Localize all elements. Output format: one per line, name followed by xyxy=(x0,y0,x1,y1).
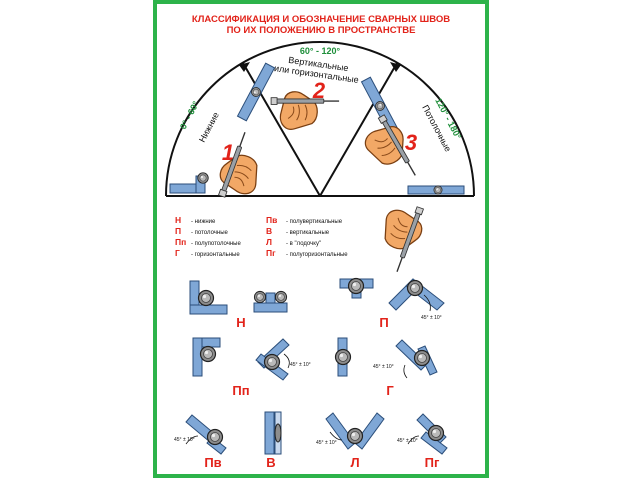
arrow-head-right xyxy=(390,62,401,72)
legend-code: П xyxy=(175,226,181,236)
arrow-head-left xyxy=(239,62,250,72)
joint-pp-corner xyxy=(192,337,221,377)
legend-text: - полупотолочные xyxy=(191,241,241,247)
legend-code: Л xyxy=(266,237,272,247)
joint-pp-tilted: 45° ± 10° xyxy=(255,338,311,381)
joint-label-g: Г xyxy=(386,383,394,398)
legend-text: - полугоризонтальные xyxy=(286,252,348,258)
joint-p-vee: 45° ± 10° xyxy=(388,278,445,321)
joint-n-corner xyxy=(189,280,228,315)
angle-label-g: 45° ± 10° xyxy=(373,364,394,370)
position-number-1: 1 xyxy=(222,140,234,165)
legend: Н - нижние П - потолочные Пп - полупотол… xyxy=(175,215,348,258)
joint-pg: 45° ± 10° xyxy=(397,413,448,455)
joint-label-l: Л xyxy=(350,455,359,470)
semicircle-arc xyxy=(165,41,475,197)
title-line-2: ПО ИХ ПОЛОЖЕНИЮ В ПРОСТРАНСТВЕ xyxy=(227,25,416,36)
joint-l: 45° ± 10° xyxy=(316,412,385,450)
legend-text: - горизонтальные xyxy=(191,252,240,258)
title-line-1: КЛАССИФИКАЦИЯ И ОБОЗНАЧЕНИЕ СВАРНЫХ ШВОВ xyxy=(192,14,450,25)
joint-label-pp: Пп xyxy=(232,383,249,398)
poster-frame xyxy=(153,0,489,478)
joint-label-pg: Пг xyxy=(425,455,440,470)
joint-n-tee xyxy=(253,290,288,313)
plate-sector-right xyxy=(407,185,465,195)
plate-sector-2 xyxy=(236,62,276,122)
angle-label-l: 45° ± 10° xyxy=(316,440,337,446)
range-label-2: 60° - 120° xyxy=(300,46,341,56)
legend-code: Пг xyxy=(266,248,276,258)
legend-text: - вертикальные xyxy=(286,230,330,236)
joint-g-tilted: 45° ± 10° xyxy=(373,339,438,379)
angle-label-pp: 45° ± 10° xyxy=(290,362,311,368)
joint-g-vertical xyxy=(334,337,352,377)
position-number-2: 2 xyxy=(312,78,326,103)
joint-pv: 45° ± 10° xyxy=(174,414,227,455)
legend-code: В xyxy=(266,226,272,236)
joint-label-pv: Пв xyxy=(204,455,221,470)
legend-code: Г xyxy=(175,248,180,258)
joint-label-p: П xyxy=(379,315,388,330)
joint-label-n: Н xyxy=(236,315,245,330)
legend-code: Пв xyxy=(266,215,277,225)
position-number-3: 3 xyxy=(405,130,417,155)
radius-120 xyxy=(319,62,398,197)
legend-text: - потолочные xyxy=(191,230,229,236)
angle-label-pv: 45° ± 10° xyxy=(174,437,195,443)
legend-text: - в "лодочку" xyxy=(286,241,321,247)
legend-text: - полувертикальные xyxy=(286,219,343,225)
joint-v xyxy=(264,411,282,455)
legend-code: Пп xyxy=(175,237,186,247)
legend-text: - нижние xyxy=(191,219,216,225)
plate-sector-1 xyxy=(169,172,209,194)
legend-code: Н xyxy=(175,215,181,225)
angle-label-p: 45° ± 10° xyxy=(421,315,442,321)
angle-label-pg: 45° ± 10° xyxy=(397,438,418,444)
joint-label-v: В xyxy=(266,455,275,470)
joint-p-tee xyxy=(339,277,374,299)
